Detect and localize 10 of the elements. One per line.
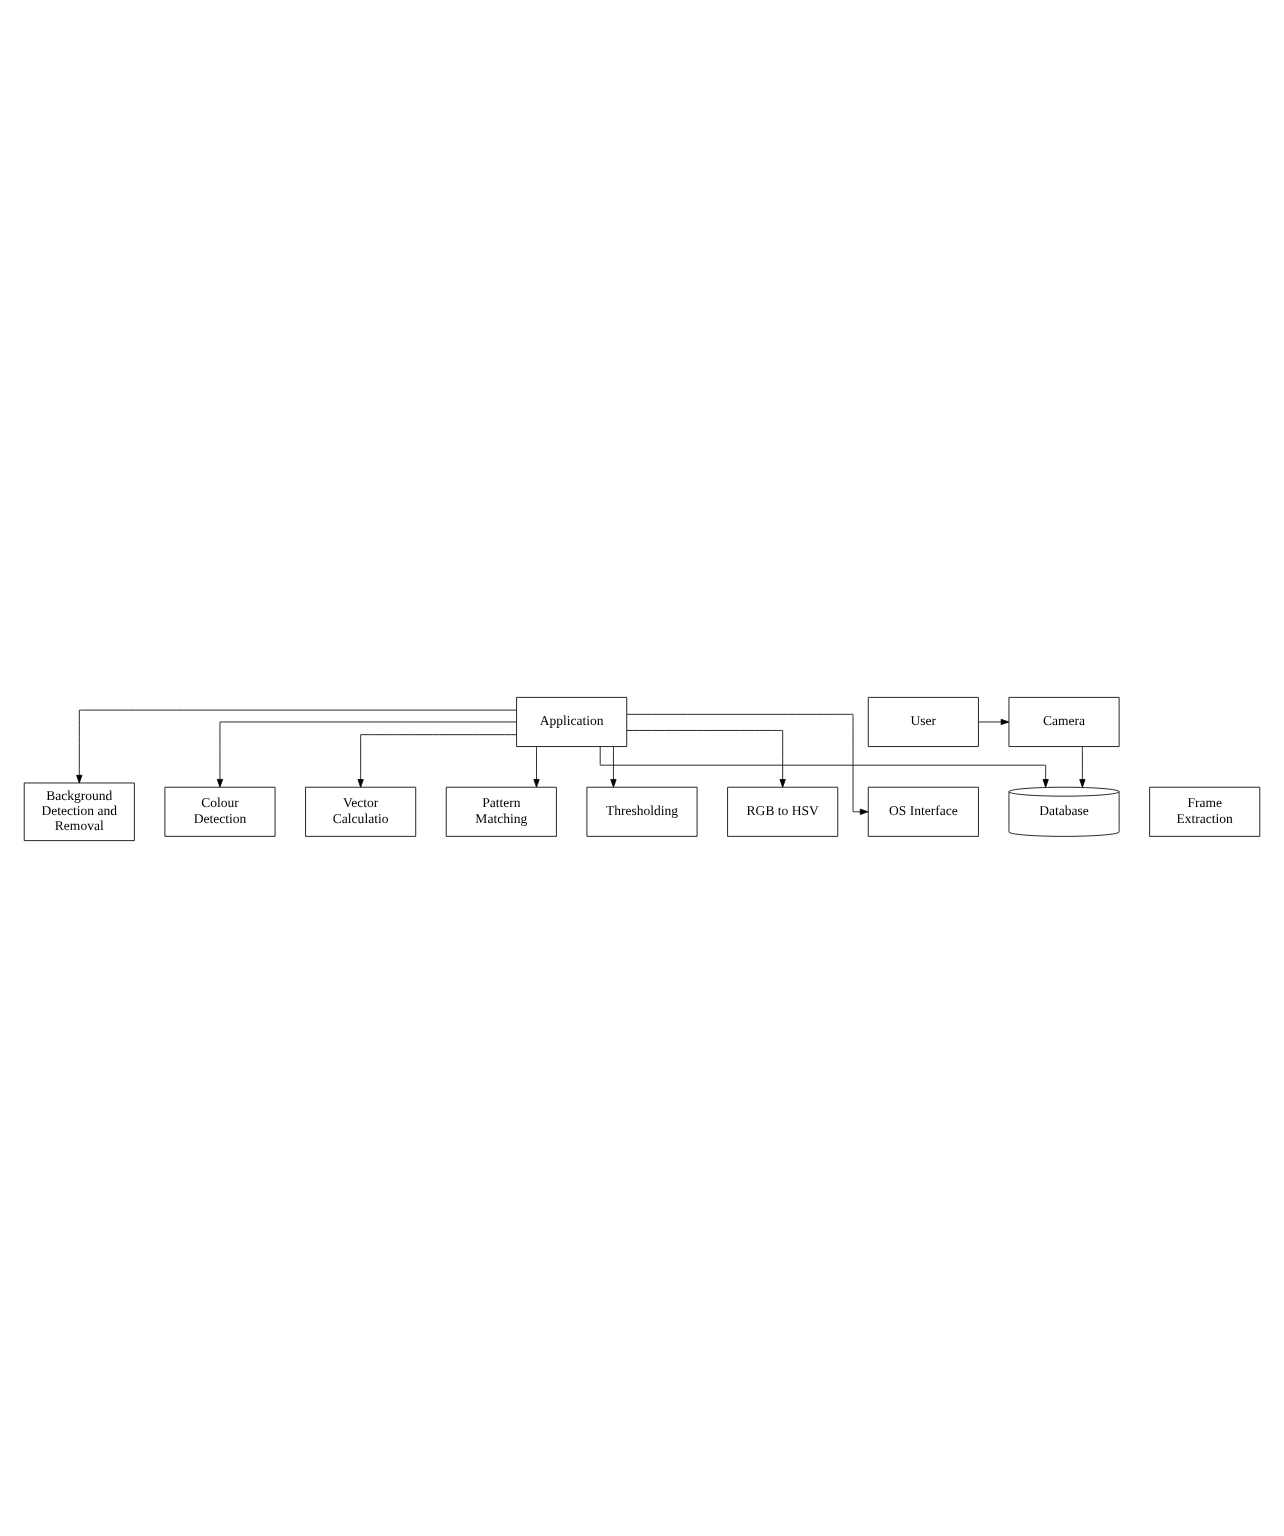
arrow xyxy=(76,708,517,783)
arrow xyxy=(216,720,517,787)
arrow xyxy=(626,712,869,814)
arrow xyxy=(1079,745,1086,787)
arrow xyxy=(610,745,617,787)
arrow xyxy=(978,717,1010,725)
arrow xyxy=(599,745,1049,787)
arrow xyxy=(357,733,517,787)
arrow xyxy=(626,729,786,787)
arrow xyxy=(533,745,540,787)
